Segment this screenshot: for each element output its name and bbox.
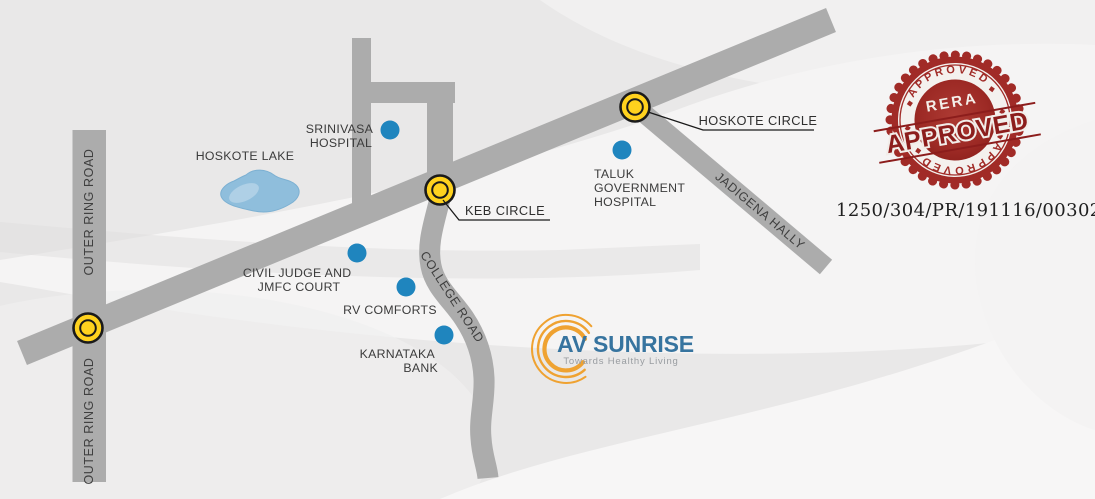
taluk-government-hospital-label: TALUK GOVERNMENT HOSPITAL [594,167,689,209]
hoskote-lake [220,169,300,213]
sun-arc-middle [536,319,591,379]
keb-circle-junction-inner [431,181,449,199]
lake-highlight [229,183,259,203]
landmark-markers [347,120,632,345]
hoskote-lake-label-text: HOSKOTE LAKE [196,149,295,163]
sun-arcs-icon [531,313,593,384]
outer-ring-road-label-top: OUTER RING ROAD [82,148,96,275]
rv-comforts-label-text: RV COMFORTS [343,303,437,317]
karnataka-bank-marker [434,325,454,345]
stamp-diamond-upper-right [988,86,995,93]
taluk-government-hospital-label-line2: GOVERNMENT [594,181,685,195]
taluk-government-hospital-label-line3: HOSPITAL [594,195,656,209]
outer-ring-road-junction-inner [79,319,97,337]
outer-ring-road-junction [72,312,104,344]
background-curl-right [974,120,1095,430]
stamp-ring-diamonds [904,86,1006,154]
hoskote-lake-label: HOSKOTE LAKE [196,149,295,163]
srinivasa-hospital-marker [380,120,400,140]
taluk-government-hospital-label-line1: TALUK [594,167,635,181]
stamp-diamond-right [999,108,1006,115]
sun-arc-inner [542,325,588,373]
stamp-diamond-upper-left [906,100,913,107]
srinivasa-hospital-label-line2: HOSPITAL [310,136,372,150]
hoskote-circle-junction [619,91,651,123]
logo-name: AV SUNRISE [557,331,694,357]
stamp-diamond-left [904,125,911,132]
stamp-diamond-lower-right [997,133,1004,140]
background-swoosh-bottom-right [440,300,1095,499]
logo-tagline: Towards Healthy Living [563,356,678,367]
rera-registration-number: 1250/304/PR/191116/003027 [836,200,1095,221]
jadigena-hally-road [633,102,833,275]
junction-labels: KEB CIRCLE HOSKOTE CIRCLE [442,111,818,221]
stamp-diamond-lower-left [915,147,922,154]
stamp-scalloped-edge [885,50,1025,190]
rv-comforts-marker [396,277,416,297]
sun-arc-outer [531,313,593,384]
hoskote-circle-leader-line [647,111,814,131]
college-road [419,191,499,480]
av-sunrise-logo: AV SUNRISE Towards Healthy Living [531,313,694,384]
civil-judge-jmfc-court-label: CIVIL JUDGE AND JMFC COURT [243,266,355,294]
junction-circles [72,91,651,344]
landmark-labels: HOSKOTE LAKE SRINIVASA HOSPITAL TALUK GO… [196,122,689,375]
stamp-inner-disc [914,79,996,161]
stamp-thin-ring [899,64,1011,176]
civil-judge-jmfc-court-label-line2: JMFC COURT [258,280,341,294]
hoskote-circle-junction-inner [626,98,644,116]
taluk-government-hospital-marker [612,140,632,160]
srinivasa-hospital-label-line1: SRINIVASA [306,122,374,136]
karnataka-bank-label-line1: KARNATAKA [360,347,436,361]
rv-comforts-label: RV COMFORTS [343,303,437,317]
roads [17,7,836,482]
stamp-banner-rule-top [873,101,1036,133]
stamp-banner-rule-bottom [879,133,1041,164]
background-glow-bottom-left [0,290,490,499]
outer-ring-road-junction-outer [72,312,104,344]
keb-circle-junction [424,174,456,206]
keb-circle-leader-line [442,199,550,221]
outer-ring-road [72,130,106,482]
hoskote-circle-junction-outer [619,91,651,123]
karnataka-bank-label-line2: BANK [403,361,438,375]
civil-judge-jmfc-court-label-line1: CIVIL JUDGE AND [243,266,352,280]
karnataka-bank-label: KARNATAKA BANK [360,347,439,375]
keb-circle-label: KEB CIRCLE [465,203,545,218]
outer-ring-road-label-bottom: OUTER RING ROAD [82,357,96,484]
rera-approved-stamp: APPROVED APPROVED RERA APPROVED [873,50,1041,190]
srinivasa-hospital-label: SRINIVASA HOSPITAL [306,122,376,150]
keb-circle-junction-outer [424,174,456,206]
hoskote-circle-label: HOSKOTE CIRCLE [699,113,818,128]
background-swoosh-mid [0,43,1095,354]
civil-judge-jmfc-court-marker [347,243,367,263]
